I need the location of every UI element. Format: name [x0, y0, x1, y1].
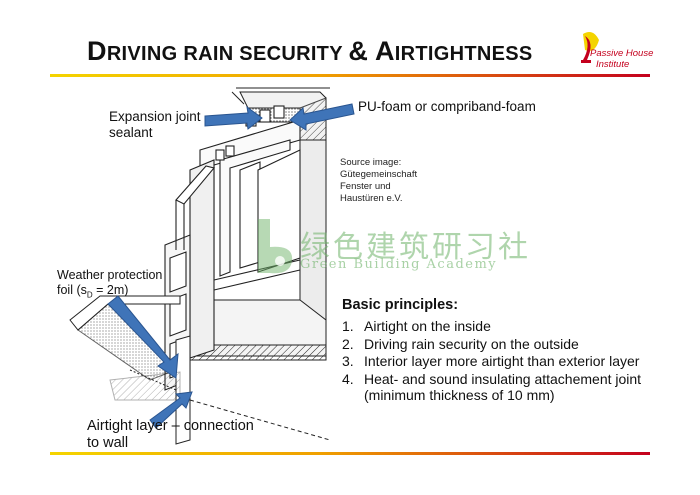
list-item: 3.Interior layer more airtight than exte…	[342, 353, 640, 370]
label-expansion-joint: Expansion joint sealant	[109, 109, 201, 140]
logo-text: Passive House Institute	[590, 48, 654, 70]
list-item: 2.Driving rain security on the outside	[342, 335, 579, 352]
watermark-chinese: 绿色建筑研习社	[300, 230, 531, 265]
principles-title: Basic principles:	[342, 297, 459, 313]
label-weather-foil: Weather protection foil (sD = 2m)	[57, 268, 163, 300]
footer-rule	[50, 452, 650, 455]
label-airtight-layer: Airtight layer – connection to wall	[87, 418, 254, 451]
watermark-english: Green Building Academy	[300, 257, 498, 272]
arrow-expansion-joint	[204, 105, 263, 130]
callout-arrows	[107, 103, 355, 429]
source-note: Source image: Gütegemeinschaft Fenster u…	[340, 157, 418, 204]
label-pu-foam: PU-foam or compriband-foam	[358, 99, 536, 114]
slide-title: DRIVING RAIN SECURITY & AIRTIGHTNESS	[87, 36, 533, 66]
title-underline	[50, 74, 650, 77]
arrow-pu-foam	[289, 103, 355, 131]
window-sill	[69, 295, 331, 445]
principles-list: 1.Airtight on the inside 2.Driving rain …	[342, 318, 642, 405]
passive-house-logo-icon	[581, 32, 599, 63]
list-item: 4.Heat- and sound insulating attachement…	[342, 370, 642, 404]
watermark-logo-icon	[258, 219, 293, 274]
list-item: 1.Airtight on the inside	[342, 318, 491, 334]
arrow-weather-foil	[107, 295, 179, 379]
arrow-airtight-layer	[149, 391, 193, 429]
